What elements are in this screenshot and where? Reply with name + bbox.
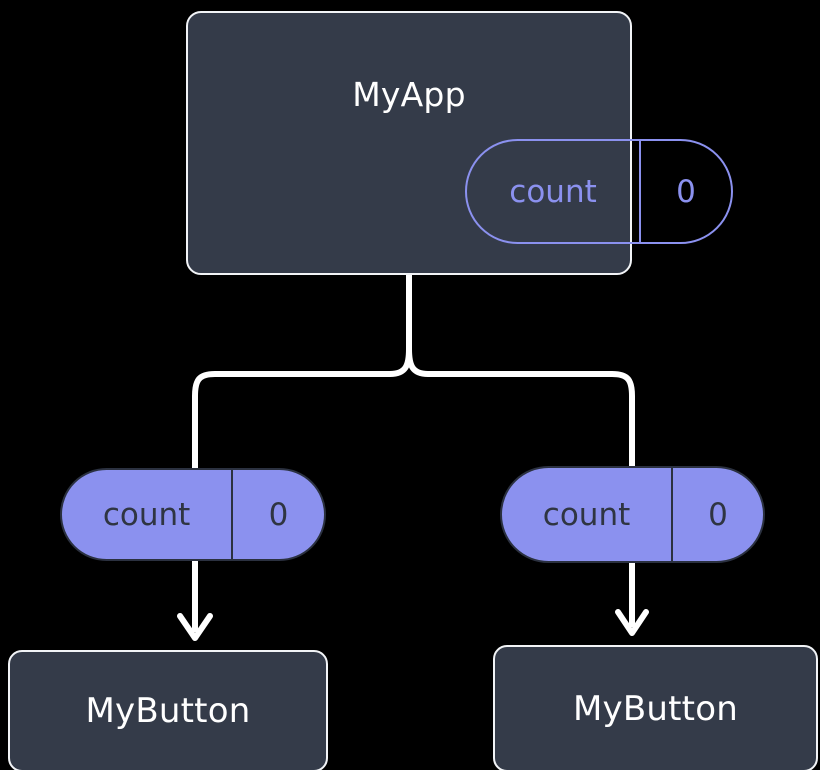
state-pill-key: count: [102, 496, 191, 533]
arrow-head-right: [615, 609, 649, 636]
component-card-myapp[interactable]: MyApp count 0: [186, 11, 733, 275]
state-pill-child-left[interactable]: count 0: [60, 468, 326, 561]
state-pill-child-right[interactable]: count 0: [500, 466, 765, 563]
component-title-mybutton: MyButton: [85, 691, 251, 731]
state-pill-myapp[interactable]: count 0: [465, 139, 733, 244]
state-pill-key: count: [542, 496, 631, 533]
tree-fork-connector-left: [192, 346, 412, 473]
tree-fork-connector: [406, 272, 635, 473]
component-title-mybutton: MyButton: [573, 688, 738, 729]
arrow-head-left: [177, 613, 213, 641]
component-card-mybutton-right[interactable]: MyButton: [493, 645, 818, 770]
state-pill-value: 0: [639, 141, 731, 242]
state-pill-value: 0: [231, 470, 324, 559]
state-pill-key: count: [509, 173, 597, 210]
component-card-mybutton-left[interactable]: MyButton: [8, 650, 328, 770]
component-title-myapp: MyApp: [352, 75, 466, 114]
state-pill-value: 0: [671, 468, 763, 561]
